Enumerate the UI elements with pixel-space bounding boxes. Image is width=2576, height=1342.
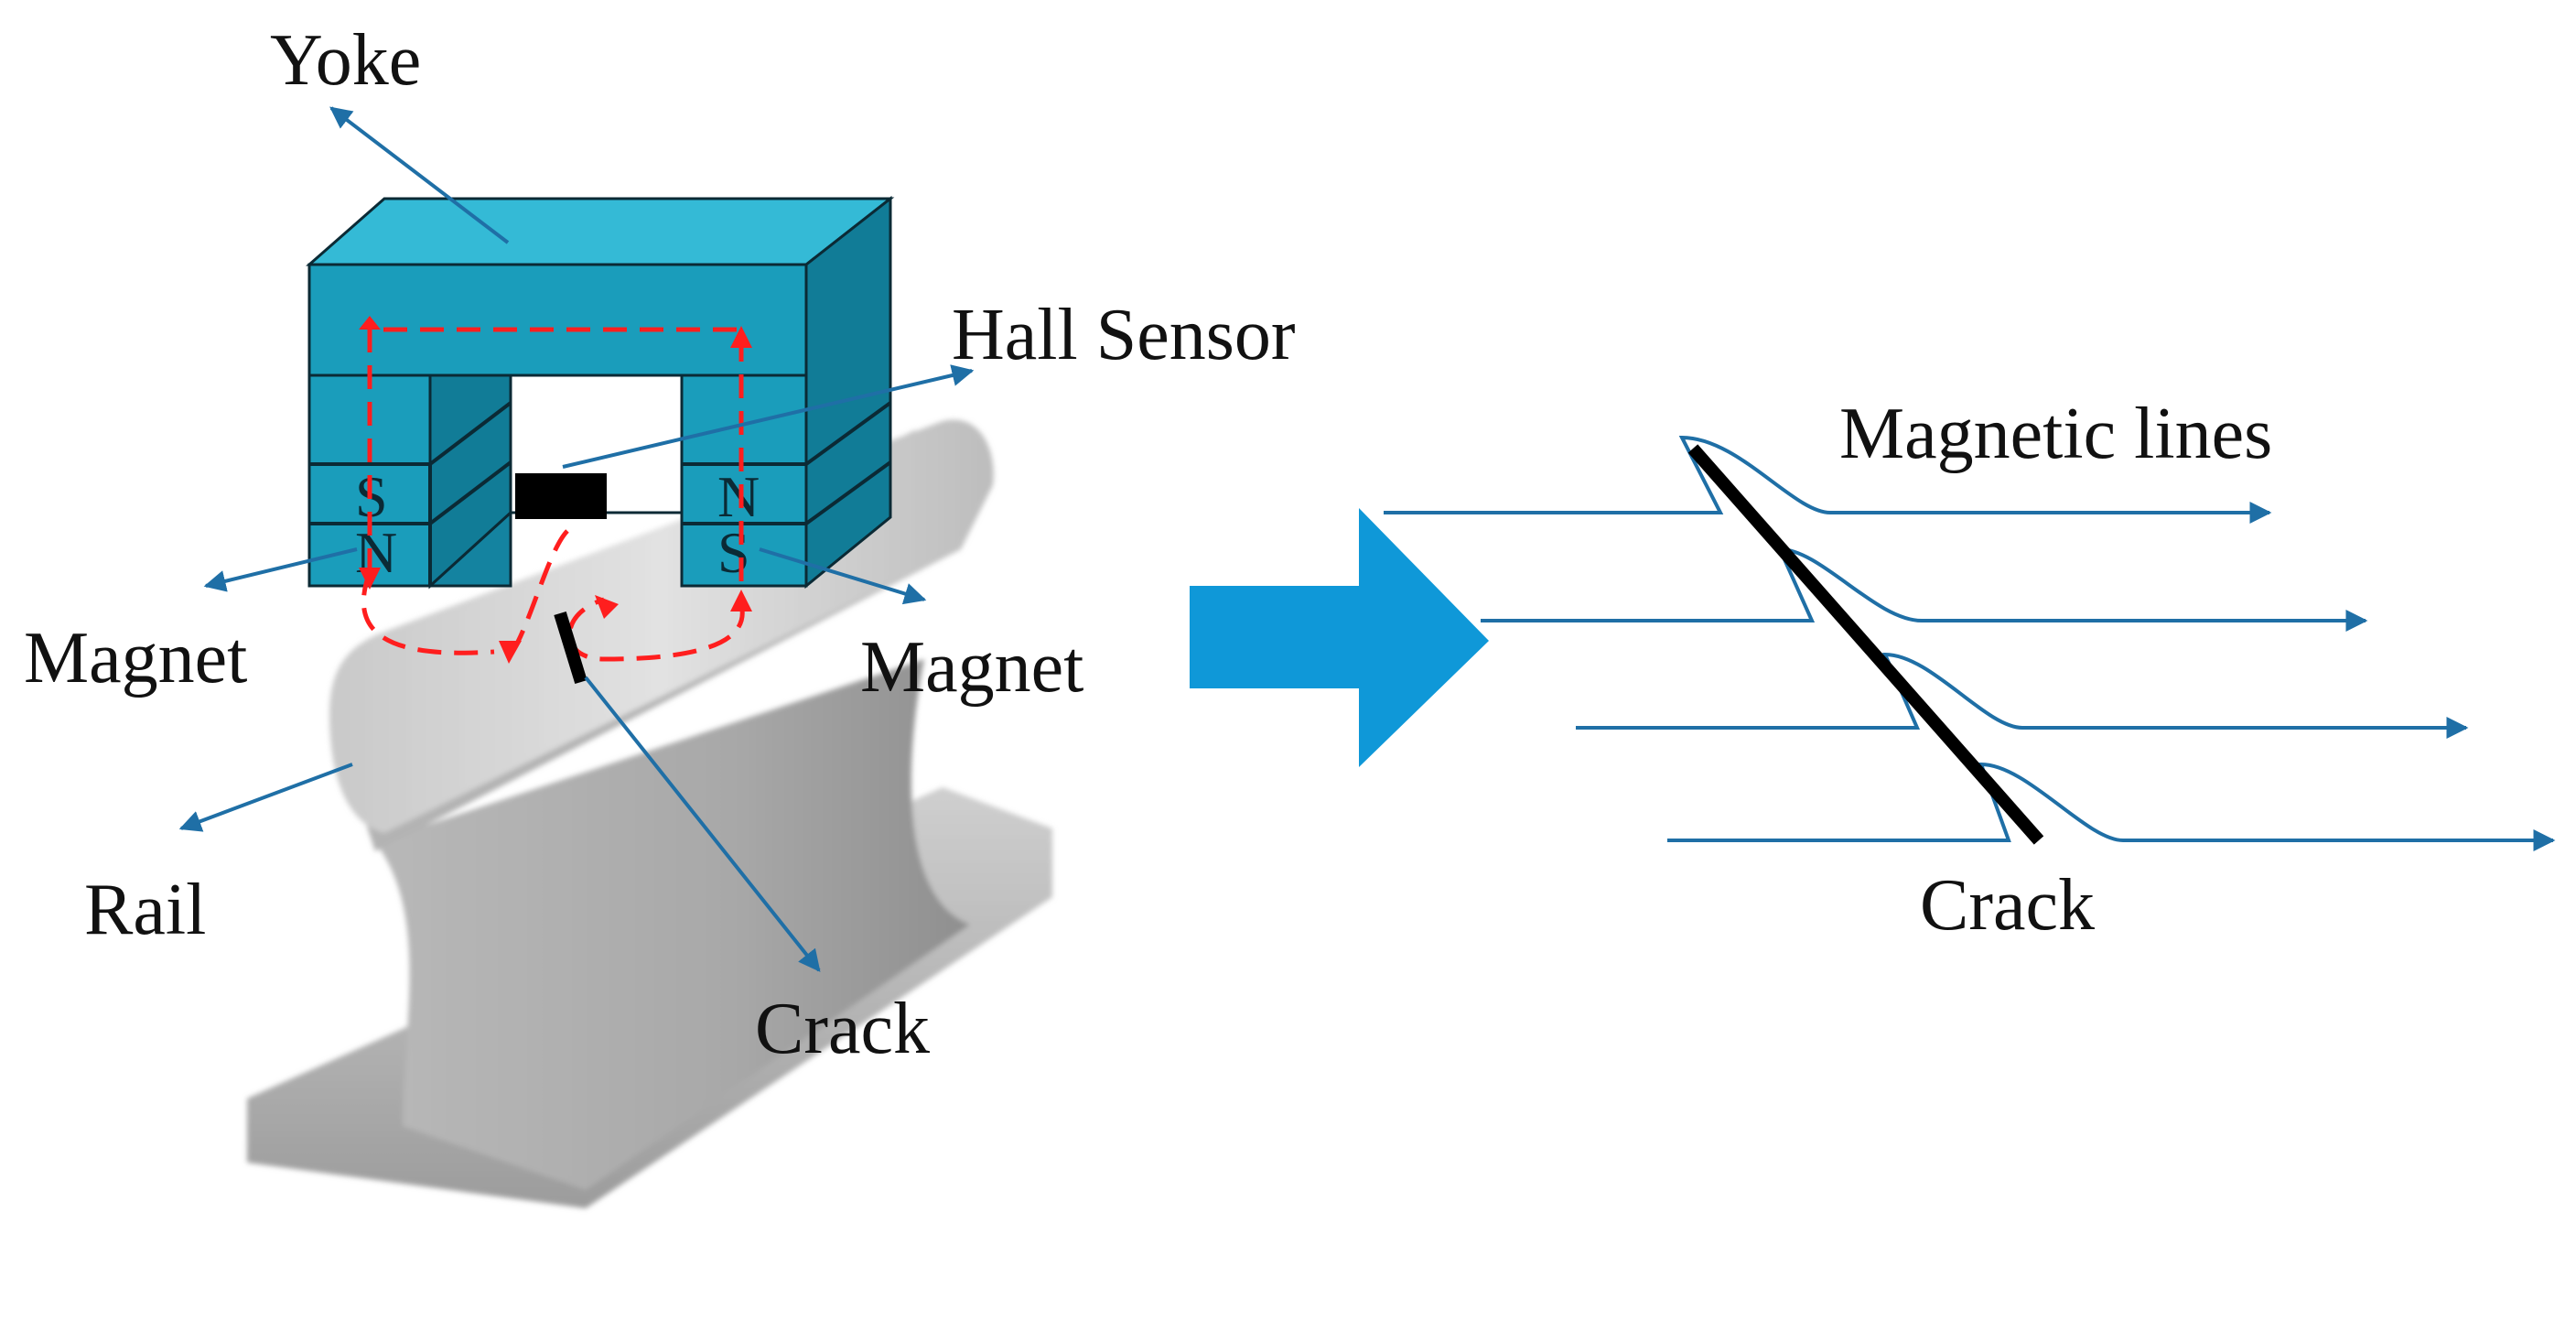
rail-label: Rail	[84, 870, 206, 950]
hall-sensor-element	[515, 473, 607, 519]
magnetic-lines	[1384, 435, 2556, 851]
crack-left-label: Crack	[755, 989, 930, 1069]
flux-path	[361, 327, 745, 662]
pole-right-upper: N	[717, 464, 760, 529]
hall-sensor-label: Hall Sensor	[952, 295, 1296, 375]
yoke	[306, 195, 895, 590]
big-arrow	[1190, 508, 1489, 767]
hall-sensor-leader	[562, 364, 975, 469]
yoke-leader	[329, 106, 510, 244]
rail-web	[375, 659, 970, 1190]
yoke-label: Yoke	[270, 20, 421, 101]
rail-leader	[178, 763, 353, 832]
magnet-right-label: Magnet	[860, 627, 1083, 708]
right-magnet-outline	[682, 401, 892, 525]
magnet-left-label: Magnet	[24, 618, 247, 698]
left-magnet-outline	[309, 401, 512, 586]
crack-right-label: Crack	[1920, 865, 2095, 946]
magnet-right-leader	[759, 547, 927, 605]
rail-crack	[554, 611, 587, 685]
magnetic-lines-label: Magnetic lines	[1839, 394, 2272, 474]
flux-arrowheads	[359, 316, 752, 664]
crack-leader	[584, 676, 821, 972]
magnet-left-leader	[203, 547, 358, 592]
pole-right-lower: S	[717, 520, 750, 585]
yoke-top-face	[306, 197, 895, 266]
crack-right	[1687, 444, 2044, 845]
